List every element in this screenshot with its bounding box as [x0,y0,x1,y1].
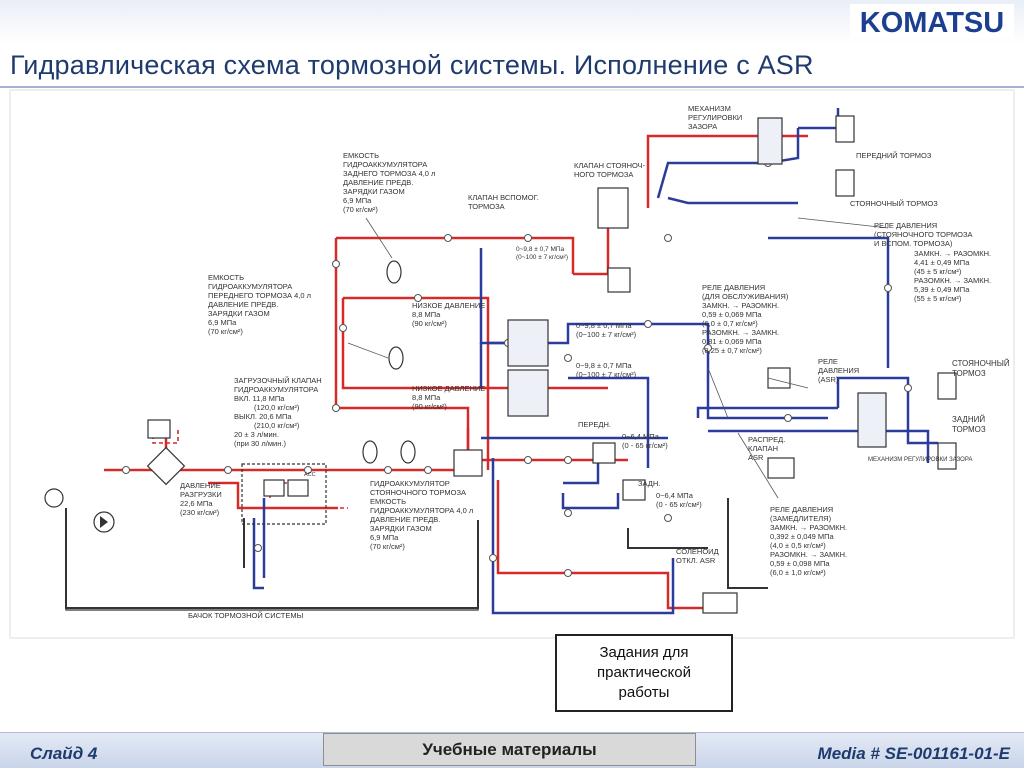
relay-parking-label: РЕЛЕ ДАВЛЕНИЯ (СТОЯНОЧНОГО ТОРМОЗА И ВСП… [874,221,993,303]
leader-lines [347,217,889,499]
pump-arrow-icon [100,516,108,528]
parking-valve-label: КЛАПАН СТОЯНОЧ- НОГО ТОРМОЗА [574,161,647,179]
materials-tab: Учебные материалы [323,733,696,766]
unload-valve-label: ЗАГРУЗОЧНЫЙ КЛАПАН ГИДРОАККУМУЛЯТОРА ВКЛ… [234,376,324,448]
aux-range-label: 0~9,8 ± 0,7 МПа (0~100 ± 7 кг/см²) [516,246,568,261]
solenoid-label: СОЛЕНОИД ОТКЛ. ASR [676,547,721,565]
low-pressure-2-label: НИЗКОЕ ДАВЛЕНИЕ 8,8 МПа (90 кг/см²) [412,384,487,411]
komatsu-logo: KOMATSU [850,4,1014,39]
footer-bar: Слайд 4 Учебные материалы Media # SE-001… [0,732,1024,768]
relay-service-label: РЕЛЕ ДАВЛЕНИЯ (ДЛЯ ОБСЛУЖИВАНИЯ) ЗАМКН. … [702,283,790,355]
gap-mechanism-label: МЕХАНИЗМ РЕГУЛИРОВКИ ЗАЗОРА [688,104,744,131]
front-brake-label: ПЕРЕДНИЙ ТОРМОЗ [856,151,932,160]
junction-dots [122,159,912,577]
rear-brake-label: ЗАДНИЙ ТОРМОЗ [952,415,987,434]
title-divider [0,86,1024,88]
rear-press-label: ЗАДН. 0~6,4 МПа (0 - 65 кг/см²) [638,479,702,509]
relay-asr-label: РЕЛЕ ДАВЛЕНИЯ (ASR) [818,357,861,384]
low-pressure-1-label: НИЗКОЕ ДАВЛЕНИЕ 8,8 МПа (90 кг/см²) [412,301,487,328]
components [44,115,957,614]
range-1-label: 0~9,8 ± 0,7 МПа (0~100 ± 7 кг/см²) [576,321,637,339]
parking-brake-right-label: СТОЯНОЧНЫЙ ТОРМОЗ [952,359,1012,378]
parking-acc-label: ГИДРОАККУМУЛЯТОР СТОЯНОЧНОГО ТОРМОЗА ЕМК… [370,479,475,551]
media-id: Media # SE-001161-01-E [817,744,1010,763]
practical-tasks-box[interactable]: Задания для практической работы [555,634,733,712]
parking-brake-top-label: СТОЯНОЧНЫЙ ТОРМОЗ [850,199,938,208]
slide-number: Слайд 4 [30,744,98,763]
gap-mechanism-short-label: МЕХАНИЗМ РЕГУЛИРОВКИ ЗАЗОРА [868,457,972,463]
range-2-label: 0~9,8 ± 0,7 МПа (0~100 ± 7 кг/см²) [576,361,637,379]
front-press-label: ПЕРЕДН. 0~6,4 МПа (0 - 65 кг/см²) [578,420,668,450]
aux-valve-label: КЛАПАН ВСПОМОГ. ТОРМОЗА [468,193,541,211]
front-acc-label: ЕМКОСТЬ ГИДРОАККУМУЛЯТОРА ПЕРЕДНЕГО ТОРМ… [208,273,313,336]
return-lines [65,498,768,609]
diagram-labels: ЕМКОСТЬ ГИДРОАККУМУЛЯТОРА ЗАДНЕГО ТОРМОЗ… [180,104,1012,620]
hydraulic-brake-diagram: ЕМКОСТЬ ГИДРОАККУМУЛЯТОРА ЗАДНЕГО ТОРМОЗ… [8,88,1016,640]
asr-valve-label: РАСПРЕД. КЛАПАН ASR [748,435,787,462]
unload-pressure-label: ДАВЛЕНИЕ РАЗГРУЗКИ 22,6 МПа (230 кг/см²) [180,481,224,517]
acc-tag-label: ACC [304,472,316,478]
brand-text: KOMATSU [860,7,1004,39]
tank-label: БАЧОК ТОРМОЗНОЙ СИСТЕМЫ [188,611,304,620]
rear-acc-label: ЕМКОСТЬ ГИДРОАККУМУЛЯТОРА ЗАДНЕГО ТОРМОЗ… [343,151,438,214]
slide-title: Гидравлическая схема тормозной системы. … [10,50,814,80]
relay-retarder-label: РЕЛЕ ДАВЛЕНИЯ (ЗАМЕДЛИТЕЛЯ) ЗАМКН. → РАЗ… [770,505,849,577]
